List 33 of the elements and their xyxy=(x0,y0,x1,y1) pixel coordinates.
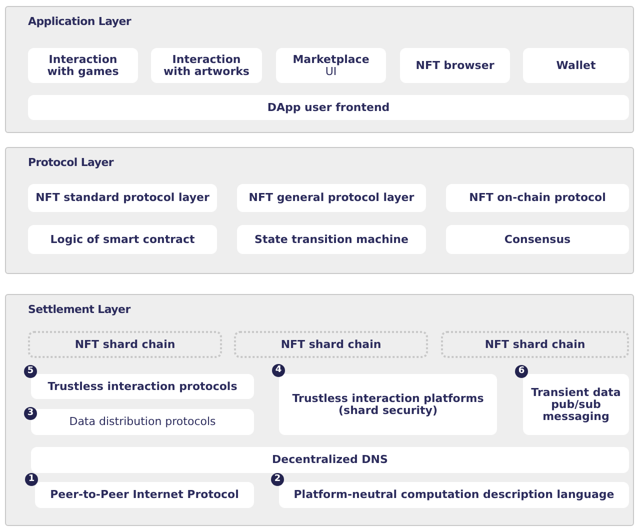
component-box: Interaction with games xyxy=(28,48,138,83)
layer-title: Protocol Layer xyxy=(28,156,114,169)
dotted-box: NFT shard chain xyxy=(441,331,629,358)
component-box: Logic of smart contract xyxy=(28,225,217,254)
component-box: Marketplace UI xyxy=(276,48,386,83)
layer-title: Settlement Layer xyxy=(28,303,130,316)
callout-number: 5 xyxy=(24,365,37,378)
component-box: Interaction with artworks xyxy=(151,48,262,83)
callout-number: 3 xyxy=(24,407,37,420)
layer-title: Application Layer xyxy=(28,15,132,28)
component-box: Decentralized DNS xyxy=(31,447,629,473)
component-box: State transition machine xyxy=(237,225,426,254)
component-box: NFT on-chain protocol xyxy=(446,184,629,212)
component-box: Platform-neutral computation description language xyxy=(279,482,629,508)
component-box: Peer-to-Peer Internet Protocol xyxy=(35,482,254,508)
layer-panel xyxy=(5,6,634,133)
layer-panel xyxy=(5,294,634,526)
component-box: NFT general protocol layer xyxy=(237,184,426,212)
component-box: NFT browser xyxy=(400,48,510,83)
callout-number: 1 xyxy=(25,473,38,486)
component-box: DApp user frontend xyxy=(28,95,629,120)
callout-number: 4 xyxy=(272,364,285,377)
component-box: Wallet xyxy=(523,48,629,83)
component-box: Trustless interaction platforms (shard security) xyxy=(279,374,497,435)
dotted-box: NFT shard chain xyxy=(234,331,428,358)
layer-panel xyxy=(5,147,634,274)
callout-number: 2 xyxy=(271,473,284,486)
component-box: NFT standard protocol layer xyxy=(28,184,217,212)
component-box: Consensus xyxy=(446,225,629,254)
dotted-box: NFT shard chain xyxy=(28,331,222,358)
component-box: Transient data pub/sub messaging xyxy=(523,374,629,435)
callout-number: 6 xyxy=(515,365,528,378)
component-box: Trustless interaction protocols xyxy=(31,374,254,399)
